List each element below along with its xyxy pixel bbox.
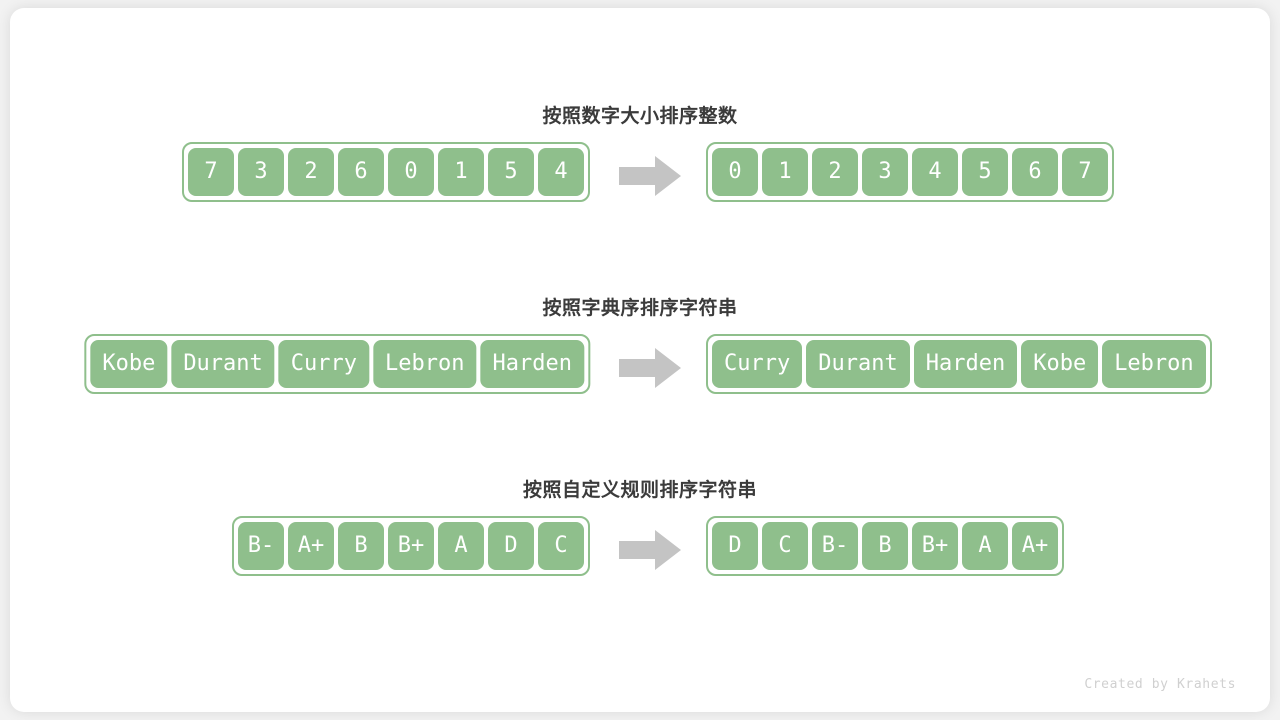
array-cell: B- xyxy=(238,522,284,570)
array-cell: 1 xyxy=(438,148,484,196)
credit-label: Created by Krahets xyxy=(1084,677,1236,692)
section-title: 按照字典序排序字符串 xyxy=(542,298,738,319)
array-cell: Lebron xyxy=(373,340,477,388)
array-cell: Harden xyxy=(913,340,1018,388)
array-cell: Lebron xyxy=(1102,340,1206,388)
array-cell: 0 xyxy=(712,148,758,196)
array-cell: B xyxy=(338,522,384,570)
array-cell: 5 xyxy=(962,148,1008,196)
array-cell: B+ xyxy=(912,522,958,570)
array-cell: Curry xyxy=(712,340,803,388)
array-cell: B+ xyxy=(388,522,434,570)
array-cell: 3 xyxy=(238,148,284,196)
array-cell: A+ xyxy=(288,522,334,570)
right-arrow-icon xyxy=(619,156,681,196)
array-cell: 2 xyxy=(288,148,334,196)
section-title: 按照自定义规则排序字符串 xyxy=(522,480,757,501)
array-cell: A+ xyxy=(1012,522,1058,570)
array-cell: B- xyxy=(812,522,858,570)
array-cell: 6 xyxy=(338,148,384,196)
array-cell: 2 xyxy=(812,148,858,196)
array-cell: Kobe xyxy=(90,340,168,388)
array-cell: 5 xyxy=(488,148,534,196)
array-cell: 6 xyxy=(1012,148,1058,196)
array-cell: D xyxy=(712,522,758,570)
right-arrow-icon xyxy=(619,530,681,570)
right-arrow-icon xyxy=(619,348,681,388)
array-cell: 4 xyxy=(912,148,958,196)
array-cell: 1 xyxy=(762,148,808,196)
array-cell: 0 xyxy=(388,148,434,196)
array-cell: Curry xyxy=(278,340,370,388)
array-cell: A xyxy=(438,522,484,570)
array-cell: 3 xyxy=(862,148,908,196)
array-cell: Durant xyxy=(806,340,910,388)
array-cell: Kobe xyxy=(1021,340,1099,388)
array-cell: B xyxy=(862,522,908,570)
array-cell: 4 xyxy=(538,148,584,196)
array-cell: Durant xyxy=(171,340,275,388)
array-cell: D xyxy=(488,522,534,570)
array-cell: 7 xyxy=(188,148,234,196)
array-cell: 7 xyxy=(1062,148,1108,196)
array-cell: C xyxy=(762,522,808,570)
array-cell: C xyxy=(538,522,584,570)
array-cell: Harden xyxy=(480,340,584,388)
array-cell: A xyxy=(962,522,1008,570)
section-title: 按照数字大小排序整数 xyxy=(542,106,738,127)
